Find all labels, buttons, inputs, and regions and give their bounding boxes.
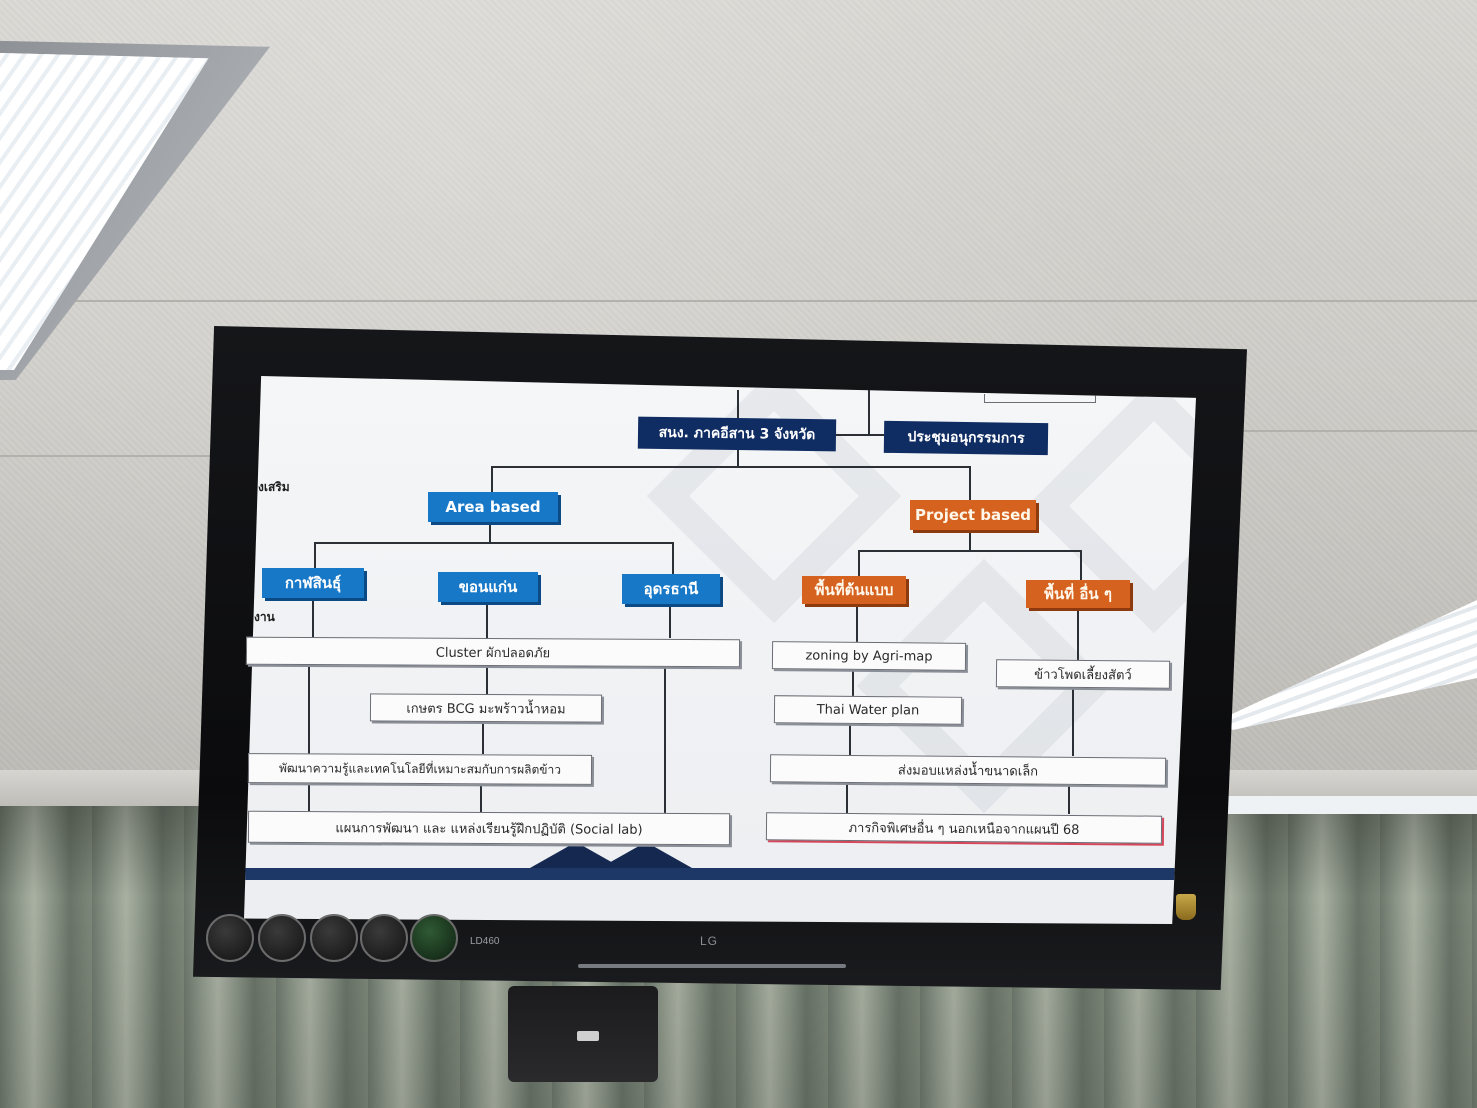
right-item-1: zoning by Agri-map bbox=[771, 641, 967, 671]
other-area-box: พื้นที่ อื่น ๆ bbox=[1026, 580, 1130, 608]
right-item-2: Thai Water plan bbox=[773, 695, 963, 725]
region-office-box: สนง. ภาคอีสาน 3 จังหวัด bbox=[637, 416, 837, 452]
other-item: ข้าวโพดเลี้ยงสัตว์ bbox=[995, 659, 1171, 689]
right-item-4: ภารกิจพิเศษอื่น ๆ นอกเหนือจากแผนปี 68 bbox=[765, 812, 1163, 844]
ceiling-seam bbox=[0, 455, 220, 457]
connector bbox=[1072, 688, 1074, 756]
connector bbox=[314, 542, 674, 544]
connector bbox=[486, 666, 488, 694]
connector bbox=[1080, 550, 1082, 580]
connector bbox=[314, 542, 316, 570]
offscreen-box-edge bbox=[984, 394, 1096, 403]
bezel-sticker bbox=[206, 914, 254, 962]
connector bbox=[672, 542, 674, 574]
window-strip bbox=[1222, 796, 1477, 814]
connector bbox=[849, 724, 851, 756]
tv-bottom-edge bbox=[578, 964, 846, 968]
connector bbox=[852, 670, 854, 696]
left-item-1: Cluster ผักปลอดภัย bbox=[245, 636, 741, 668]
bezel-sticker bbox=[360, 914, 408, 962]
connector bbox=[491, 466, 493, 494]
left-item-2: เกษตร BCG มะพร้าวน้ำหอม bbox=[369, 693, 603, 723]
cropped-label: งเสริม bbox=[258, 480, 290, 494]
connector bbox=[308, 666, 310, 812]
connector bbox=[858, 550, 860, 576]
connector bbox=[868, 390, 870, 436]
province-box-kalasin: กาฬสินธุ์ bbox=[262, 568, 364, 598]
ceiling-seam bbox=[1240, 430, 1477, 432]
connector bbox=[480, 784, 482, 812]
connector bbox=[846, 784, 848, 814]
tv-model: LD460 bbox=[470, 936, 500, 947]
connector bbox=[1077, 608, 1079, 660]
connector bbox=[664, 666, 666, 814]
connector bbox=[669, 604, 671, 638]
connector bbox=[486, 602, 488, 638]
ceiling-seam bbox=[0, 300, 1477, 302]
connector bbox=[482, 722, 484, 754]
cropped-label: งาน bbox=[254, 610, 275, 624]
emblem-icon bbox=[1176, 894, 1196, 920]
connector bbox=[856, 604, 858, 642]
bezel-sticker bbox=[258, 914, 306, 962]
tv-brand-logo: LG bbox=[700, 934, 719, 948]
left-item-3: พัฒนาความรู้และเทคโนโลยีที่เหมาะสมกับการ… bbox=[247, 753, 593, 785]
footer-triangle bbox=[600, 842, 692, 868]
connector bbox=[489, 524, 491, 544]
connector bbox=[491, 466, 971, 468]
connector bbox=[969, 466, 971, 502]
bezel-sticker bbox=[410, 914, 458, 962]
right-item-3: ส่งมอบแหล่งน้ำขนาดเล็ก bbox=[769, 754, 1167, 786]
footer-bar bbox=[244, 868, 1196, 880]
subcommittee-box: ประชุมอนุกรรมการ bbox=[883, 420, 1049, 456]
left-item-4: แผนการพัฒนา และ แหล่งเรียนรู้ฝึกปฏิบัติ … bbox=[247, 810, 731, 846]
model-area-box: พื้นที่ต้นแบบ bbox=[802, 576, 906, 604]
province-box-udonthani: อุดรธานี bbox=[622, 574, 720, 604]
bezel-sticker bbox=[310, 914, 358, 962]
area-based-box: Area based bbox=[428, 492, 558, 522]
mount-logo bbox=[577, 1031, 599, 1041]
province-box-khonkaen: ขอนแก่น bbox=[438, 572, 538, 602]
connector bbox=[969, 530, 971, 552]
project-based-box: Project based bbox=[910, 500, 1036, 530]
connector bbox=[312, 598, 314, 638]
connector bbox=[836, 434, 884, 436]
connector bbox=[858, 550, 1082, 552]
connector bbox=[1068, 784, 1070, 814]
